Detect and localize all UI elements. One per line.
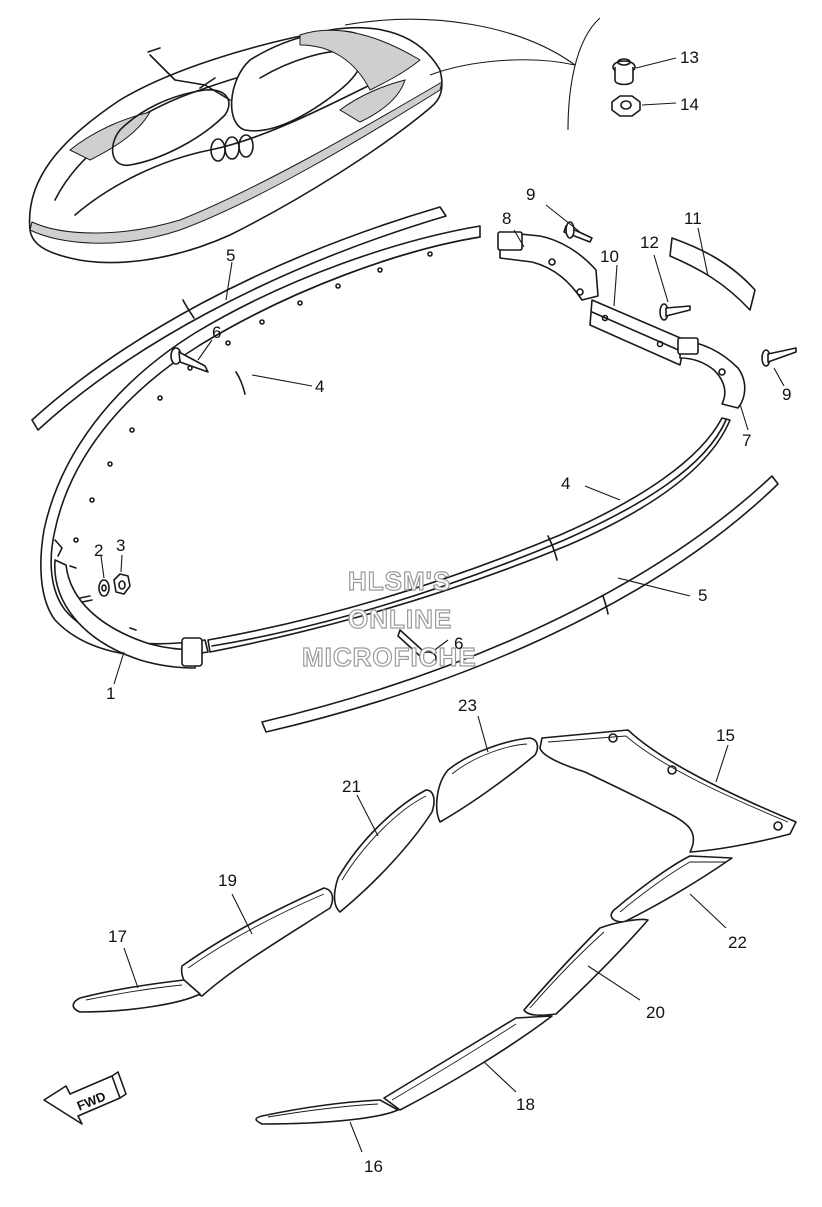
small-screws-bow	[69, 565, 137, 631]
callout-5-lower: 5	[698, 586, 707, 605]
part-6-screw-upper	[170, 339, 213, 373]
watermark-line-3: MICROFICHE	[302, 642, 477, 672]
callout-17: 17	[108, 927, 127, 946]
watermark-line-2: ONLINE	[348, 604, 452, 634]
part-9-rivet-right	[761, 347, 797, 387]
callout-13: 13	[680, 48, 699, 67]
callout-7: 7	[742, 431, 751, 450]
fwd-arrow-icon: FWD	[43, 1071, 127, 1125]
part-16-mat	[255, 1099, 399, 1153]
callout-12: 12	[640, 233, 659, 252]
part-3-nut	[113, 554, 131, 595]
callout-3: 3	[116, 536, 125, 555]
part-13-collar	[612, 57, 677, 86]
part-2-washer	[98, 555, 110, 597]
part-19-mat	[180, 887, 334, 997]
callout-14: 14	[680, 95, 699, 114]
callout-21: 21	[342, 777, 361, 796]
part-10-rail-piece	[589, 264, 686, 366]
callout-23: 23	[458, 696, 477, 715]
watermark-line-1: HLSM'S	[348, 566, 451, 596]
part-22-mat	[610, 855, 733, 929]
part-17-mat	[72, 947, 201, 1013]
part-9-rivet-upper	[545, 204, 593, 243]
callout-5-upper: 5	[226, 246, 235, 265]
part-12-rivet	[653, 254, 691, 321]
callout-1: 1	[106, 684, 115, 703]
callout-15: 15	[716, 726, 735, 745]
callout-labels: 1 2 3 4 4 5 5 6 6 7 8 9 9 10 11 12 13 14…	[94, 48, 791, 1176]
part-4-rail-lower	[207, 417, 731, 653]
part-7-corner	[677, 337, 749, 431]
callout-18: 18	[516, 1095, 535, 1114]
watermark: HLSM'S ONLINE MICROFICHE	[301, 565, 477, 672]
callout-11: 11	[684, 209, 702, 228]
callout-19: 19	[218, 871, 237, 890]
part-21-mat	[333, 789, 435, 913]
callout-6-upper: 6	[212, 323, 221, 342]
callout-22: 22	[728, 933, 747, 952]
part-5-upper-strip	[31, 206, 447, 431]
part-20-mat	[523, 918, 649, 1016]
part-18-mat	[383, 1015, 553, 1111]
callout-4-upper: 4	[315, 377, 324, 396]
callout-9-right: 9	[782, 385, 791, 404]
callout-10: 10	[600, 247, 619, 266]
callout-4-lower: 4	[561, 474, 570, 493]
part-8-corner	[497, 229, 599, 301]
callout-20: 20	[646, 1003, 665, 1022]
part-5-lower-strip	[261, 475, 779, 733]
part-1-bow-rail	[54, 539, 203, 685]
part-6-screw-lower	[397, 629, 449, 665]
callout-8: 8	[502, 209, 511, 228]
callout-9-upper: 9	[526, 185, 535, 204]
part-11-cap	[669, 227, 756, 311]
callout-2: 2	[94, 541, 103, 560]
callout-6-lower: 6	[454, 634, 463, 653]
callout-16: 16	[364, 1157, 383, 1176]
watercraft-overview	[28, 17, 601, 264]
part-15-rear-mat	[539, 729, 797, 853]
part-23-mat	[435, 715, 539, 823]
part-14-nut	[611, 95, 677, 117]
